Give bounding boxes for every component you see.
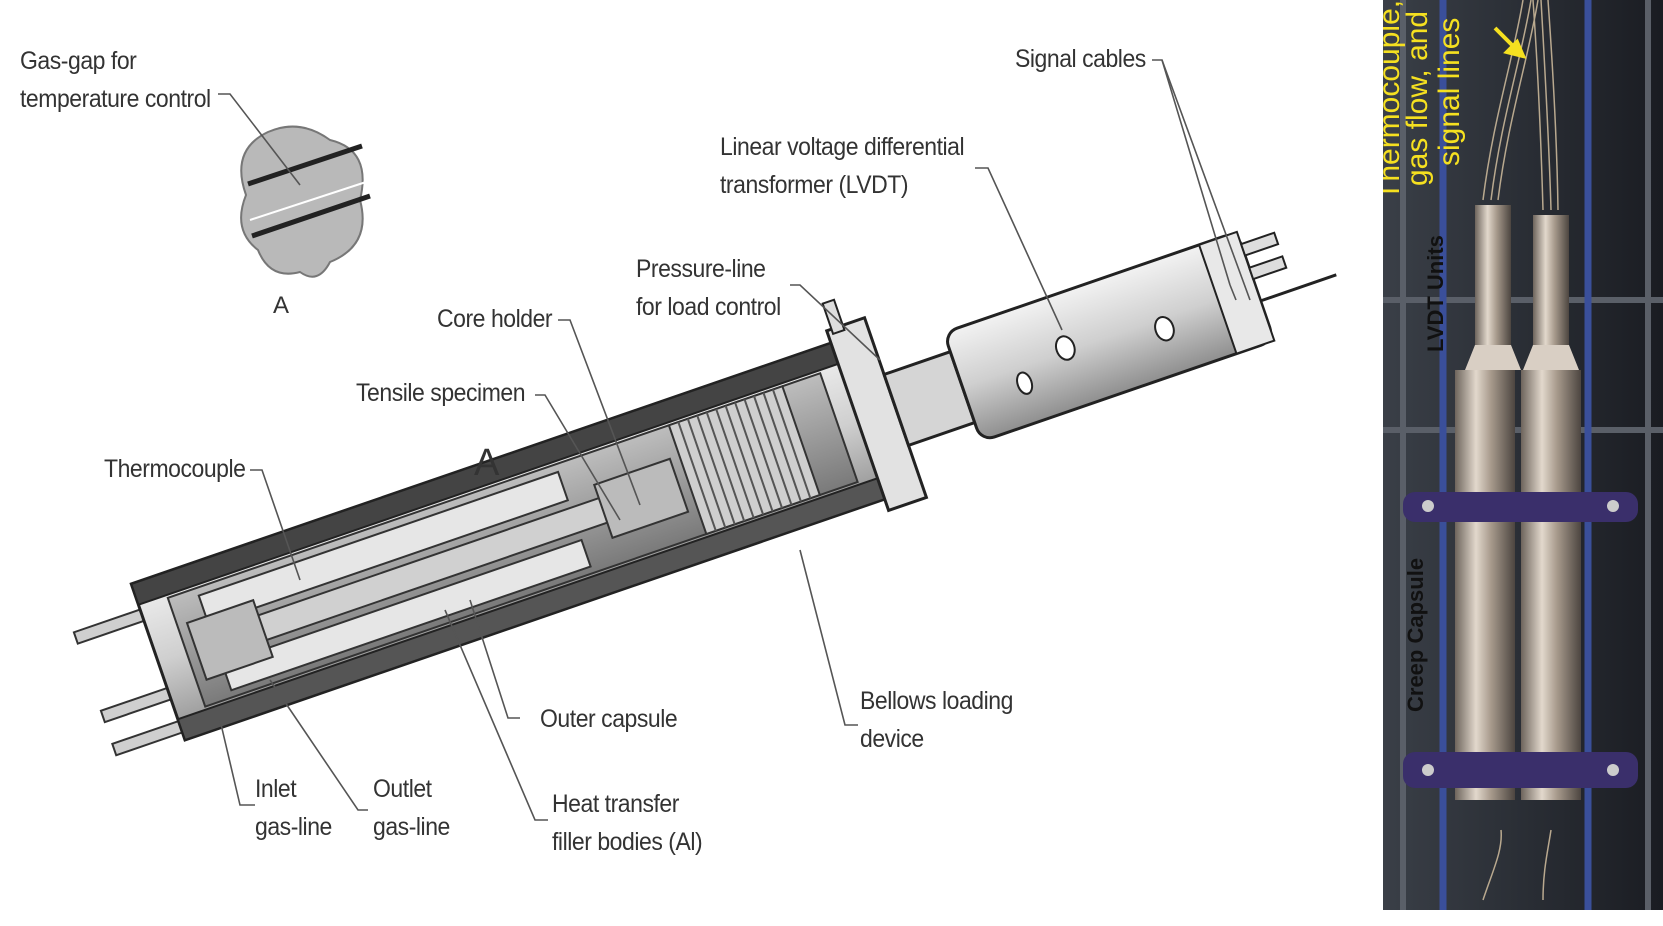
label-lvdt-line-2: transformer (LVDT) — [720, 171, 909, 199]
capsule-photo: Thermocouple, gas flow, and signal lines… — [1383, 0, 1663, 910]
label-gas-gap-line-2: temperature control — [20, 85, 211, 113]
detail-a-marker: A — [273, 292, 290, 319]
label-bellows-line-2: device — [860, 725, 924, 753]
label-outlet-line-1: Outlet — [373, 775, 432, 803]
label-inlet-line-1: Inlet — [255, 775, 297, 803]
label-inlet-line-2: gas-line — [255, 813, 332, 841]
label-pressure-line: Pressure-line for load control — [636, 250, 781, 326]
clamp-bolt — [1422, 764, 1434, 776]
detail-a-blob — [240, 125, 371, 278]
label-pressure-line-1: Pressure-line — [636, 255, 766, 283]
label-signal-cables: Signal cables — [1015, 45, 1146, 73]
thermocouple-note-line-2: gas flow, and — [1401, 10, 1434, 186]
thermocouple-note-line-3: signal lines — [1433, 17, 1466, 166]
creep-capsule-left — [1455, 370, 1515, 800]
label-heat-transfer-line-2: filler bodies (Al) — [552, 828, 703, 856]
label-gas-gap-line-1: Gas-gap for — [20, 47, 137, 75]
lvdt-cone-right — [1523, 345, 1579, 370]
lvdt-cone-left — [1465, 345, 1521, 370]
label-heat-transfer: Heat transfer filler bodies (Al) — [552, 785, 703, 861]
yellow-arrow-icon — [1493, 26, 1527, 59]
capsule-drawing — [72, 59, 1337, 821]
label-core-holder: Core holder — [437, 305, 553, 333]
capsule-cutaway-diagram: A A Gas-gap for temperature control Sign… — [20, 42, 1337, 861]
lvdt-units-label: LVDT Units — [1423, 235, 1448, 352]
signal-wires — [1482, 0, 1559, 901]
lvdt-unit-left — [1475, 205, 1511, 355]
label-tensile-specimen: Tensile specimen — [356, 379, 526, 407]
label-lvdt: Linear voltage differential transformer … — [720, 128, 965, 204]
label-gas-gap: Gas-gap for temperature control — [20, 42, 211, 118]
clamp-bolt — [1422, 500, 1434, 512]
lvdt-unit-right — [1533, 215, 1569, 355]
label-outlet-line-2: gas-line — [373, 813, 450, 841]
label-bellows: Bellows loading device — [860, 682, 1013, 758]
photo-drawing — [1383, 0, 1663, 910]
label-heat-transfer-line-1: Heat transfer — [552, 790, 679, 818]
label-pressure-line-2: for load control — [636, 293, 781, 321]
leader-lines — [218, 59, 1251, 821]
label-outlet: Outlet gas-line — [373, 770, 450, 846]
label-outer-capsule: Outer capsule — [540, 705, 678, 733]
clamp-bolt — [1607, 764, 1619, 776]
label-bellows-line-1: Bellows loading — [860, 687, 1013, 715]
clamp-bolt — [1607, 500, 1619, 512]
clamp-upper — [1403, 492, 1638, 522]
creep-capsule-right — [1521, 370, 1581, 800]
creep-capsule-label: Creep Capsule — [1403, 557, 1428, 712]
capsule-body — [72, 230, 1337, 757]
label-inlet: Inlet gas-line — [255, 770, 332, 846]
label-thermocouple: Thermocouple — [104, 455, 246, 483]
section-a-marker: A — [474, 442, 500, 484]
background-rack — [1383, 0, 1663, 910]
label-lvdt-line-1: Linear voltage differential — [720, 133, 965, 161]
clamp-lower — [1403, 752, 1638, 788]
